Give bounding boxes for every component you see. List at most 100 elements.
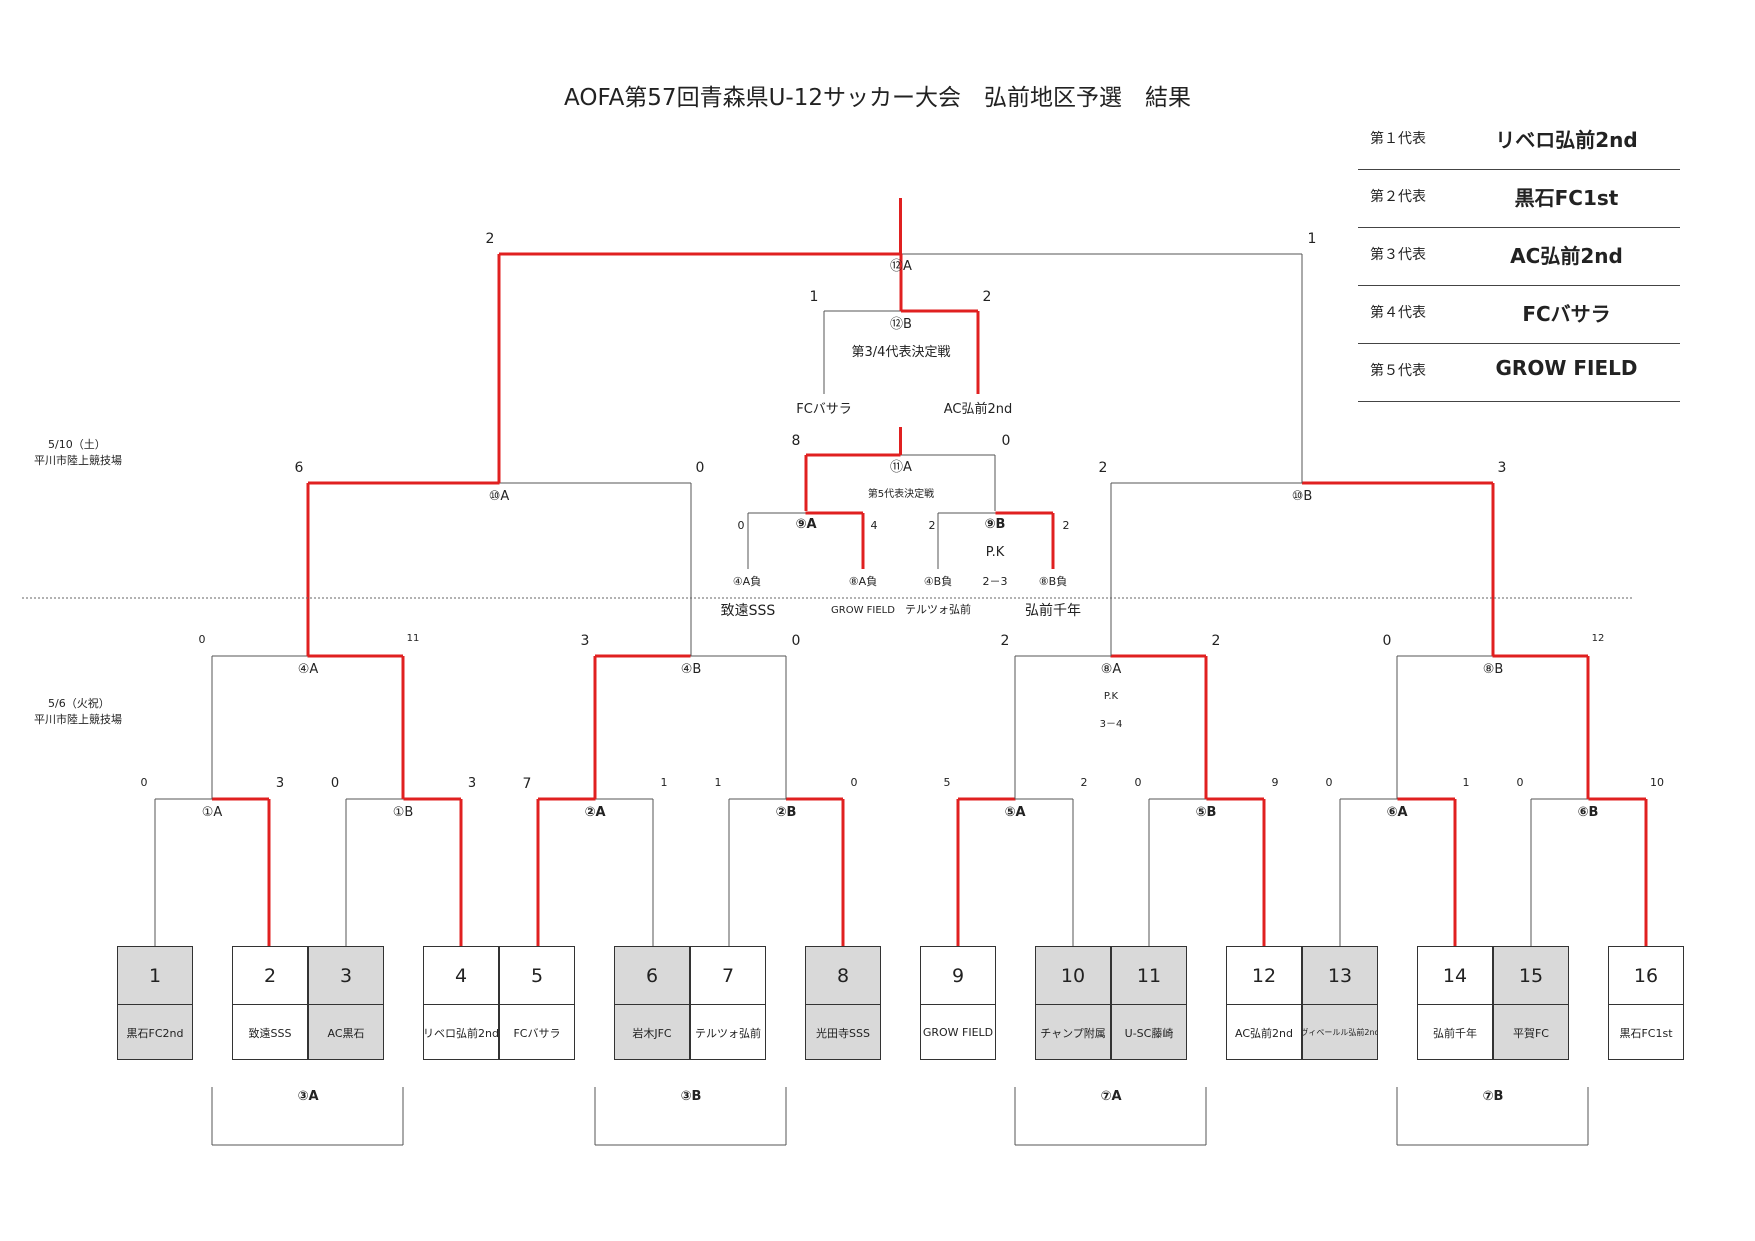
representative-team: リベロ弘前2nd	[1495, 128, 1638, 152]
team-label: 弘前千年	[1025, 603, 1081, 619]
team-number: 4	[424, 947, 498, 1005]
score-right: 3	[1497, 460, 1507, 476]
match-subtitle: 第3/4代表決定戦	[851, 345, 951, 360]
team-name: ヴィベールル弘前2nd	[1303, 1028, 1377, 1037]
score-left: 0	[1516, 776, 1524, 789]
team-label: テルツォ弘前	[905, 603, 971, 616]
match-label: ⑤B	[1195, 805, 1217, 820]
representative-rank: 第４代表	[1370, 305, 1426, 321]
team-number: 14	[1418, 947, 1492, 1005]
team-name: テルツォ弘前	[695, 1026, 761, 1040]
score-right: 2	[1080, 776, 1088, 789]
match-label: ④A	[297, 662, 319, 677]
team-box: 14 弘前千年	[1417, 946, 1493, 1060]
score-right: 3	[275, 776, 285, 791]
representative-row: 第３代表 AC弘前2nd	[1358, 228, 1680, 286]
team-name: AC弘前2nd	[1235, 1026, 1293, 1040]
score-right: 10	[1650, 776, 1664, 789]
day1-date: 5/6（火祝）	[48, 697, 110, 710]
match-label: ⑩A	[488, 489, 510, 504]
match-label: ⑧A	[1100, 662, 1122, 677]
day2-venue: 平川市陸上競技場	[34, 454, 122, 467]
representatives-table: 第１代表 リベロ弘前2nd 第２代表 黒石FC1st 第３代表 AC弘前2nd …	[1358, 112, 1680, 402]
team-number: 10	[1036, 947, 1110, 1005]
representative-row: 第４代表 FCバサラ	[1358, 286, 1680, 344]
score-left: 2	[928, 519, 936, 532]
team-label: FCバサラ	[796, 402, 852, 417]
match-label: ②B	[775, 805, 797, 820]
representative-rank: 第１代表	[1370, 131, 1426, 147]
match-label: ⑩B	[1291, 489, 1313, 504]
team-number: 3	[309, 947, 383, 1005]
score-right: 2	[982, 289, 992, 305]
team-number: 5	[500, 947, 574, 1005]
score-left: 7	[522, 776, 532, 792]
match-label: ⑥B	[1577, 805, 1599, 820]
group-label: ③A	[297, 1089, 319, 1104]
score-right: 9	[1271, 776, 1279, 789]
seed-label: ⑧B負	[1038, 575, 1068, 588]
score-right: 2	[1211, 633, 1221, 649]
team-name: GROW FIELD	[922, 1026, 994, 1039]
score-right: 11	[406, 633, 420, 644]
match-label: ⑫B	[890, 317, 912, 332]
score-left: 6	[294, 460, 304, 476]
team-name: FCバサラ	[513, 1026, 561, 1040]
score-right: 0	[695, 460, 705, 476]
pk-label: P.K	[1103, 691, 1119, 702]
team-name: AC黒石	[327, 1026, 365, 1040]
score-right: 1	[1307, 231, 1317, 247]
page-title: AOFA第57回青森県U-12サッカー大会 弘前地区予選 結果	[564, 85, 1191, 111]
team-name: 岩木JFC	[632, 1026, 672, 1040]
pk-score: 3－4	[1099, 719, 1123, 730]
team-box: 4 リベロ弘前2nd	[423, 946, 499, 1060]
team-number: 6	[615, 947, 689, 1005]
team-number: 12	[1227, 947, 1301, 1005]
day2-schedule: 5/10（土） 平川市陸上競技場	[34, 437, 122, 469]
score-left: 1	[809, 289, 819, 305]
representative-team: FCバサラ	[1522, 302, 1611, 326]
team-name: チャンプ附属	[1040, 1026, 1106, 1040]
seed-label: ⑧A負	[848, 575, 878, 588]
representative-row: 第５代表 GROW FIELD	[1358, 344, 1680, 402]
team-name: 黒石FC1st	[1619, 1026, 1673, 1040]
score-left: 0	[198, 633, 206, 646]
match-label: ⑫A	[890, 259, 912, 274]
team-number: 2	[233, 947, 307, 1005]
representative-team: 黒石FC1st	[1514, 186, 1619, 210]
match-label: ⑥A	[1386, 805, 1408, 820]
score-left: 2	[1098, 460, 1108, 476]
score-right: 0	[850, 776, 858, 789]
team-name: リベロ弘前2nd	[424, 1026, 498, 1040]
team-name: 平賀FC	[1512, 1026, 1549, 1040]
team-number: 9	[921, 947, 995, 1005]
match-label: ⑪A	[890, 460, 912, 475]
day1-venue: 平川市陸上競技場	[34, 713, 122, 726]
score-left: 0	[1134, 776, 1142, 789]
team-label: AC弘前2nd	[943, 402, 1013, 417]
match-label: ①B	[392, 805, 414, 820]
score-left: 2	[1000, 633, 1010, 649]
day2-date: 5/10（土）	[48, 438, 106, 451]
team-name: 弘前千年	[1433, 1026, 1477, 1040]
team-number: 1	[118, 947, 192, 1005]
score-left: 0	[140, 776, 148, 789]
pk-label: P.K	[985, 545, 1005, 560]
team-label: 致遠SSS	[720, 603, 776, 619]
match-label: ⑤A	[1004, 805, 1026, 820]
score-right: 1	[660, 776, 668, 789]
team-label: GROW FIELD	[831, 605, 895, 616]
score-left: 2	[485, 231, 495, 247]
score-left: 0	[1325, 776, 1333, 789]
